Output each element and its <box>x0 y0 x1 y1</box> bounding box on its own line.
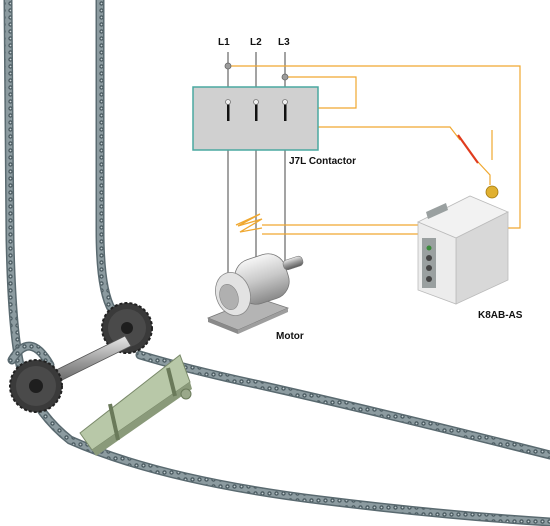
label-l1: L1 <box>218 37 230 48</box>
k8ab-relay-icon <box>417 185 509 305</box>
sprocket-icon <box>9 359 63 413</box>
motor-icon <box>206 253 304 334</box>
control-wiring <box>228 65 521 235</box>
label-relay: K8AB-AS <box>478 310 523 321</box>
label-contactor: J7L Contactor <box>289 156 356 167</box>
junction-dots <box>224 62 289 81</box>
label-motor: Motor <box>276 331 304 342</box>
label-l3: L3 <box>278 37 290 48</box>
contactor-box <box>192 86 319 151</box>
sprocket-icon <box>101 302 153 354</box>
current-sensor-icon <box>235 213 263 233</box>
label-l2: L2 <box>250 37 262 48</box>
switch-icon <box>457 130 493 164</box>
conveyor-plate <box>79 354 192 456</box>
